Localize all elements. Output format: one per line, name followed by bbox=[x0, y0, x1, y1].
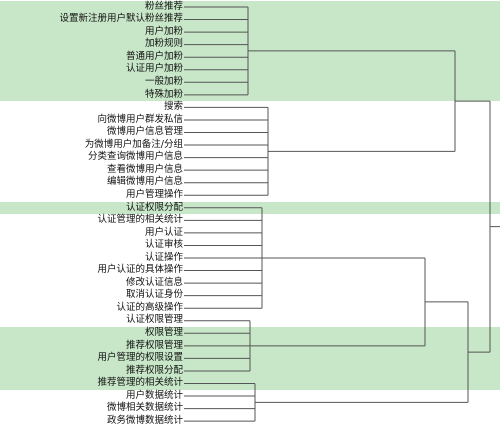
leaf-label: 设置新注册用户默认粉丝推荐 bbox=[59, 13, 183, 25]
leaf-label: 认证管理的相关统计 bbox=[97, 214, 183, 226]
leaf-label: 搜索 bbox=[163, 101, 183, 113]
leaf-label: 用户加粉 bbox=[144, 25, 183, 37]
leaf-label: 推荐权限管理 bbox=[125, 339, 183, 351]
leaf-label: 粉丝推荐 bbox=[144, 0, 183, 12]
leaf-label: 权限管理 bbox=[144, 327, 183, 338]
leaf-label: 认证权限管理 bbox=[125, 314, 183, 326]
leaf-label: 向微博用户群发私信 bbox=[97, 113, 183, 125]
leaf-label: 用户认证的具体操作 bbox=[97, 264, 183, 276]
leaf-label: 编辑微博用户信息 bbox=[106, 176, 183, 188]
leaf-label: 认证权限分配 bbox=[125, 201, 183, 213]
leaf-label: 用户管理的权限设置 bbox=[97, 352, 183, 364]
leaf-label: 政务微博数据统计 bbox=[106, 414, 183, 426]
leaf-label: 推荐权限分配 bbox=[125, 364, 183, 376]
leaf-label: 修改认证信息 bbox=[125, 276, 183, 288]
leaf-label: 特殊加粉 bbox=[144, 88, 183, 100]
leaf-label: 用户管理操作 bbox=[125, 188, 183, 200]
leaf-label: 微博相关数据统计 bbox=[106, 402, 183, 414]
leaf-label: 用户数据统计 bbox=[125, 389, 183, 401]
leaf-label: 一般加粉 bbox=[144, 76, 183, 87]
leaf-label: 加粉规则 bbox=[144, 38, 183, 50]
leaf-label: 认证操作 bbox=[144, 251, 183, 263]
leaf-label: 用户认证 bbox=[144, 226, 183, 238]
leaf-label: 推荐管理的相关统计 bbox=[97, 377, 183, 389]
leaf-label: 为微博用户加备注/分组 bbox=[84, 138, 183, 150]
leaf-label: 分类查询微博用户信息 bbox=[87, 151, 183, 163]
leaf-label: 认证审核 bbox=[144, 239, 183, 251]
leaf-label: 取消认证身份 bbox=[125, 289, 183, 301]
leaf-label: 查看微博用户信息 bbox=[106, 163, 183, 175]
leaf-label: 认证用户加粉 bbox=[125, 63, 183, 75]
leaf-label: 认证的高级操作 bbox=[116, 301, 183, 313]
leaf-label: 普通用户加粉 bbox=[125, 50, 183, 62]
leaf-label: 微博用户信息管理 bbox=[106, 126, 183, 138]
